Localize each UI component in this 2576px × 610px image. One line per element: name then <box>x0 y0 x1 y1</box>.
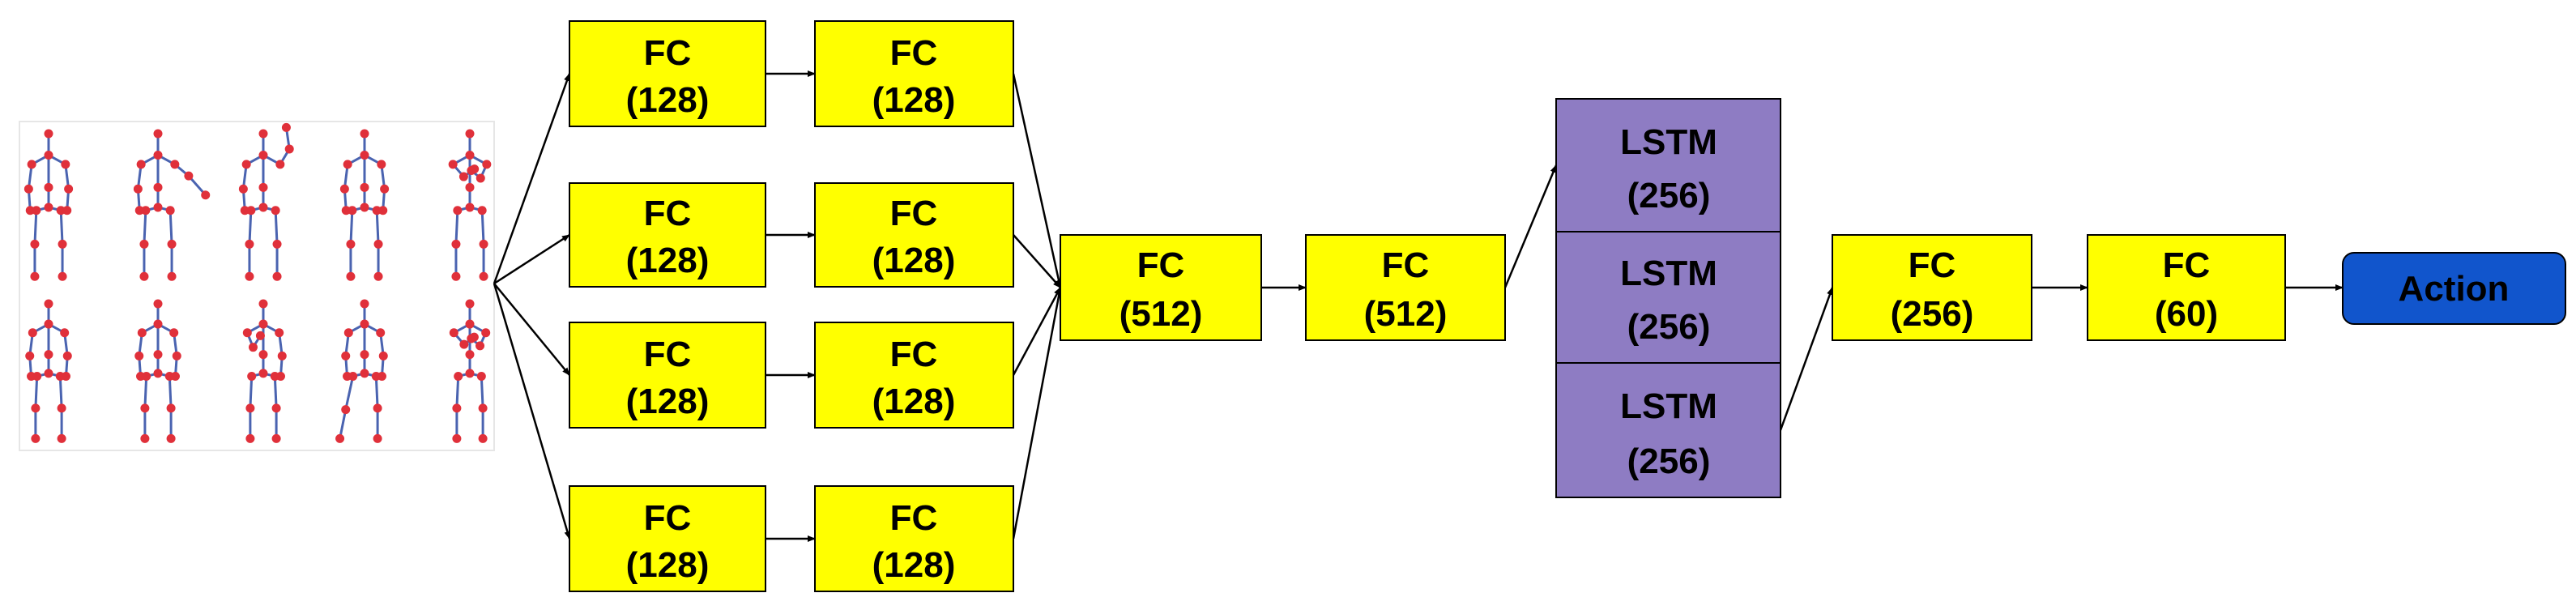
action-label: Action <box>2399 269 2510 309</box>
block-type-label: LSTM <box>1620 254 1717 293</box>
skeleton-figure <box>133 129 211 281</box>
block-type-label: FC <box>890 33 938 73</box>
skeleton-figure <box>242 299 287 443</box>
block-size-label: (128) <box>626 80 710 120</box>
connection-arrow <box>493 283 570 376</box>
block-type-label: FC <box>1909 245 1956 285</box>
block-size-label: (256) <box>1627 176 1711 215</box>
connection-arrow <box>493 233 570 285</box>
fc512-merge-block: FC (512) <box>1060 234 1262 341</box>
skeleton-figure <box>238 122 294 281</box>
skeleton-figure <box>335 299 388 443</box>
block-type-label: FC <box>1382 245 1430 285</box>
block-type-label: FC <box>644 194 692 233</box>
branch-4: FC (128) FC (128) <box>569 485 1014 592</box>
connection-arrow <box>493 73 571 284</box>
connection-arrow <box>1503 164 1558 288</box>
block-type-label: FC <box>644 335 692 374</box>
skeleton-poses-image <box>19 121 495 451</box>
skeleton-figure <box>449 299 491 443</box>
action-output: Action <box>2342 252 2566 325</box>
skeleton-figure <box>25 299 72 443</box>
connection-arrow <box>1012 287 1063 540</box>
branch-3: FC (128) FC (128) <box>569 322 1014 429</box>
lstm-layer-2: LSTM (256) <box>1555 231 1781 364</box>
block-type-label: FC <box>890 194 938 233</box>
connection-arrow <box>1012 73 1062 288</box>
connection-arrow <box>1013 234 1061 288</box>
block-type-label: FC <box>1137 245 1185 285</box>
branch-2-fc2-block: FC (128) <box>814 182 1014 288</box>
connection-arrow <box>1779 287 1834 431</box>
connections <box>493 70 2344 542</box>
skeleton-figure <box>448 129 492 281</box>
skeleton-figure <box>339 129 390 281</box>
fc60-block: FC (60) <box>2087 234 2286 341</box>
fc256-block: FC (256) <box>1832 234 2032 341</box>
connection-arrow <box>493 283 571 540</box>
block-size-label: (128) <box>872 241 956 280</box>
block-size-label: (128) <box>872 382 956 421</box>
block-size-label: (128) <box>626 241 710 280</box>
lstm-stack: LSTM (256) LSTM (256) LSTM (256) <box>1555 98 1781 498</box>
branch-3-fc1-block: FC (128) <box>569 322 766 429</box>
lstm-layer-1: LSTM (256) <box>1555 98 1781 232</box>
block-type-label: FC <box>644 498 692 538</box>
branch-3-fc2-block: FC (128) <box>814 322 1014 429</box>
branch-1-fc2-block: FC (128) <box>814 20 1014 127</box>
skeleton-figure <box>23 129 74 281</box>
block-size-label: (60) <box>2155 294 2218 334</box>
block-type-label: FC <box>2163 245 2211 285</box>
block-size-label: (512) <box>1120 294 1203 334</box>
block-type-label: FC <box>890 498 938 538</box>
block-size-label: (128) <box>872 545 956 585</box>
block-type-label: FC <box>644 33 692 73</box>
block-size-label: (256) <box>1627 307 1711 347</box>
block-type-label: FC <box>890 335 938 374</box>
block-size-label: (512) <box>1364 294 1448 334</box>
block-size-label: (256) <box>1891 294 1974 334</box>
block-type-label: LSTM <box>1620 386 1717 426</box>
block-size-label: (256) <box>1627 442 1711 481</box>
skeleton-figure <box>134 299 181 443</box>
branch-4-fc1-block: FC (128) <box>569 485 766 592</box>
branch-2-fc1-block: FC (128) <box>569 182 766 288</box>
block-type-label: LSTM <box>1620 122 1717 162</box>
connection-arrow <box>1012 287 1062 376</box>
branch-1-fc1-block: FC (128) <box>569 20 766 127</box>
block-size-label: (128) <box>872 80 956 120</box>
branch-1: FC (128) FC (128) <box>569 20 1014 127</box>
branch-2: FC (128) FC (128) <box>569 182 1014 288</box>
branch-4-fc2-block: FC (128) <box>814 485 1014 592</box>
lstm-layer-3: LSTM (256) <box>1555 362 1781 498</box>
block-size-label: (128) <box>626 545 710 585</box>
fc512-block: FC (512) <box>1305 234 1506 341</box>
block-size-label: (128) <box>626 382 710 421</box>
